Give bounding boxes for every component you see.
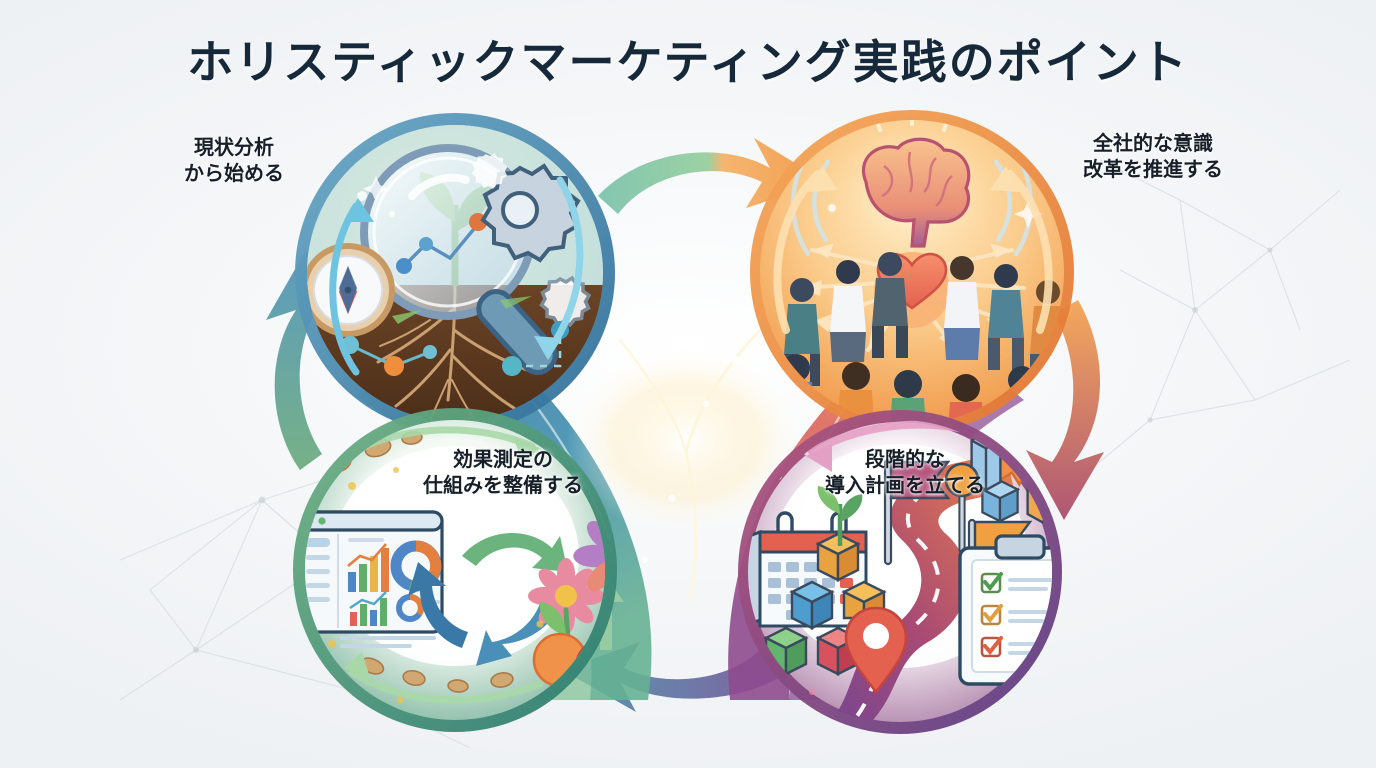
compass-icon: [307, 243, 395, 337]
node-label-rollout: 段階的な 導入計画を立てる: [825, 449, 985, 497]
bar-chart-icon: [349, 591, 387, 626]
gear-icon: [480, 163, 581, 263]
node-label-measurement: 効果測定の 仕組みを整備する: [423, 449, 583, 497]
page-title: ホリスティックマーケティング実践のポイント: [187, 36, 1189, 88]
brain-icon: [862, 137, 971, 248]
node-label-analysis: 現状分析 から始める: [184, 137, 284, 185]
sprout-icon: [817, 486, 863, 546]
data-node-icon: [512, 330, 562, 368]
seed-icon: [328, 431, 514, 693]
arrow-loop-icon: [544, 176, 584, 356]
arrow-loop-icon: [773, 170, 1053, 334]
clipboard-checklist-icon: [958, 534, 1052, 686]
connector-mindset-to-rollout: [1026, 300, 1104, 520]
flag-icon: [883, 458, 951, 566]
data-node-icon: [402, 222, 480, 268]
location-pin-icon: [844, 606, 908, 695]
gear-icon: [471, 153, 508, 189]
connector-analysis-to-mindset: [598, 138, 826, 214]
flower-icon: [528, 558, 604, 634]
donut-chart-icon: [396, 594, 424, 622]
node-mindset: [750, 110, 1074, 434]
node-analysis: [295, 113, 615, 433]
node-label-mindset: 全社的な意識 改革を推進する: [1083, 133, 1223, 181]
arrow-loop-icon: [329, 202, 360, 376]
node-rollout: [738, 410, 1062, 734]
